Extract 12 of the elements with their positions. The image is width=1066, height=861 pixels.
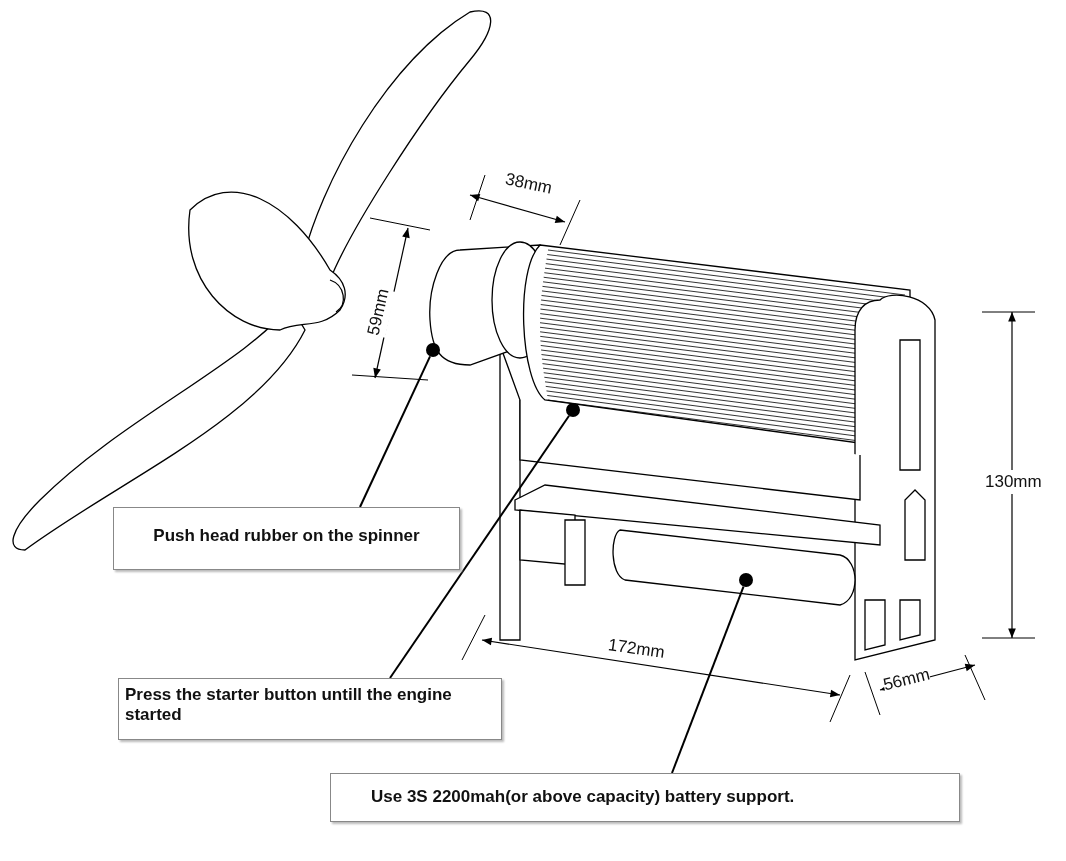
marker-dot	[566, 403, 580, 417]
callout-text: Press the starter button untill the engine started	[125, 685, 453, 725]
callout-box	[330, 773, 960, 822]
leader-line	[389, 414, 571, 679]
callout-box	[118, 678, 502, 740]
marker-dot	[426, 343, 440, 357]
callout-text: Push head rubber on the spinner	[152, 526, 421, 546]
leader-line	[671, 585, 745, 774]
dimension-label: 130mm	[985, 470, 1042, 494]
callout-box	[113, 507, 460, 570]
callout-text: Use 3S 2200mah(or above capacity) battery support.	[371, 787, 796, 807]
leader-line	[359, 355, 432, 508]
